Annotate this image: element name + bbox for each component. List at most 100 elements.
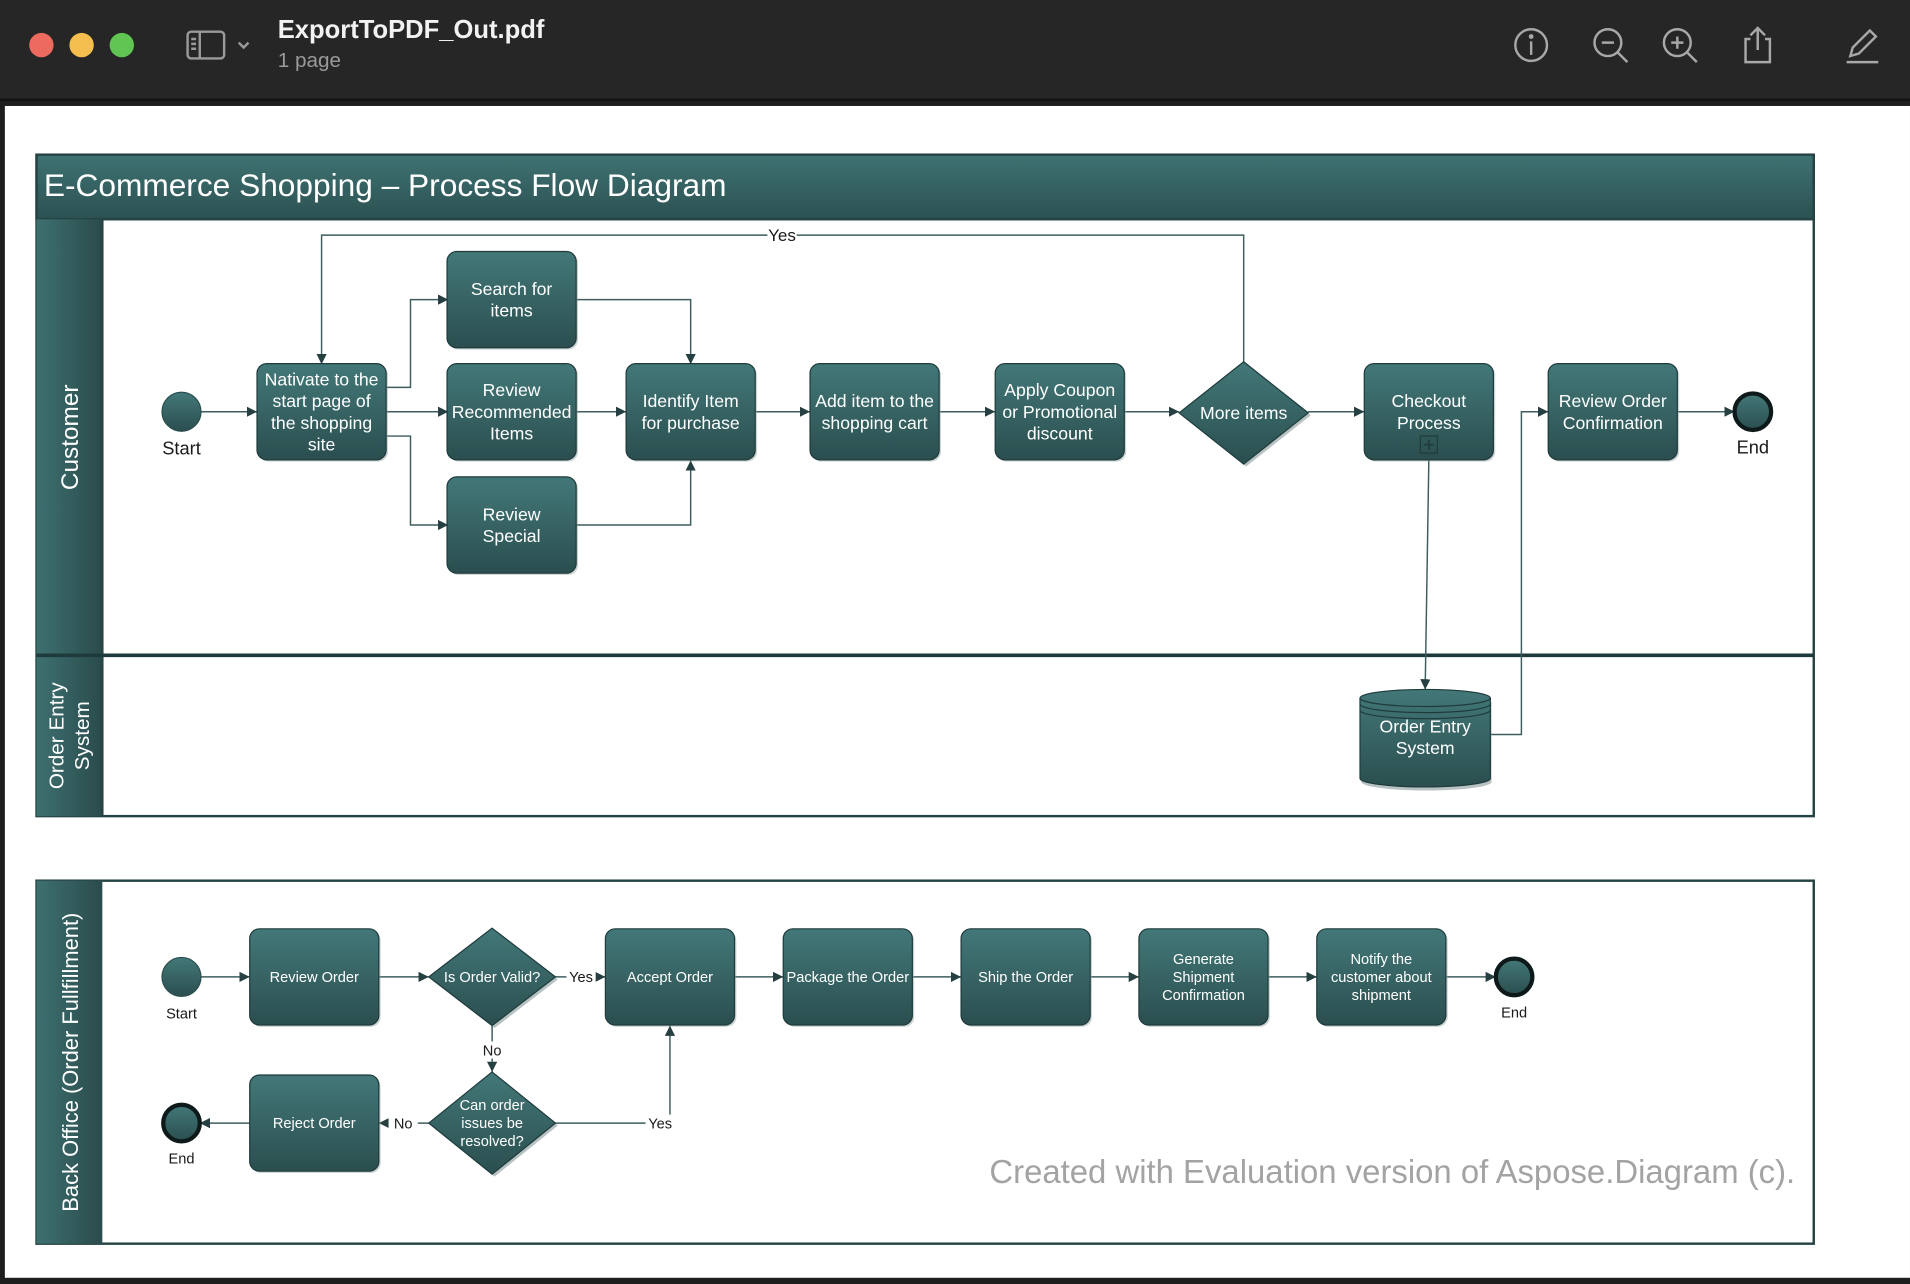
shape-label: Apply Coupon	[1004, 380, 1115, 400]
close-window-button[interactable]	[29, 32, 54, 58]
node-c-start[interactable]: Start	[161, 391, 202, 459]
shape-label: End	[1737, 436, 1770, 457]
shape-label: Checkout	[1392, 391, 1467, 411]
shape-label: Start	[162, 438, 201, 459]
shape-label: discount	[1027, 424, 1093, 444]
shape-label: Nativate to the	[265, 369, 379, 389]
sidebar-toggle-button[interactable]	[183, 24, 259, 65]
shape-label: shipment	[1352, 988, 1411, 1004]
pool-ecommerce: E-Commerce Shopping – Process Flow Diagr…	[35, 153, 1815, 818]
node-b-end[interactable]: End	[1493, 956, 1535, 1022]
connector-label-valid-yes: Yes	[569, 970, 593, 986]
node-b-start[interactable]: Start	[161, 956, 202, 1023]
shape-label: Confirmation	[1563, 413, 1663, 433]
info-icon	[1514, 28, 1549, 63]
node-c-end[interactable]: End	[1732, 391, 1774, 457]
markup-button[interactable]	[1841, 24, 1882, 65]
shape-label: customer about	[1331, 970, 1432, 986]
node-b-accept[interactable]: Accept Order	[604, 928, 737, 1027]
shape-label: Review Order	[270, 970, 359, 986]
process-flow-diagram: E-Commerce Shopping – Process Flow Diagr…	[35, 153, 1815, 1245]
lane-label-order-entry-line1: Order Entry	[45, 682, 68, 790]
shape-label: Reject Order	[273, 1116, 356, 1132]
title-bar: ExportToPDF_Out.pdf 1 page	[0, 0, 1910, 102]
shape-label: End	[168, 1152, 194, 1168]
node-b-end2[interactable]: End	[161, 1102, 202, 1168]
node-c-more[interactable]: More items	[1178, 360, 1311, 467]
shape-label: Accept Order	[627, 970, 713, 986]
shape-label: Generate	[1173, 952, 1234, 968]
shape-label: issues be	[461, 1116, 523, 1132]
markup-pen-icon	[1846, 28, 1879, 64]
share-button[interactable]	[1737, 24, 1778, 65]
node-b-review[interactable]: Review Order	[249, 928, 381, 1027]
zoom-window-button[interactable]	[109, 32, 134, 58]
connector-label-more-yes: Yes	[768, 226, 796, 245]
connector-arrow	[576, 298, 696, 365]
pool-back-office: Back Office (Order Fullfillment)	[35, 879, 1815, 1245]
connector-arrow	[386, 294, 449, 389]
pdf-page: E-Commerce Shopping – Process Flow Diagr…	[4, 105, 1910, 1278]
shape-label: Shipment	[1173, 970, 1235, 986]
zoom-in-button[interactable]	[1659, 24, 1700, 65]
lane-label-customer: Customer	[57, 385, 84, 491]
shape-label: Confirmation	[1162, 988, 1245, 1004]
node-b-package[interactable]: Package the Order	[782, 928, 915, 1027]
connector-label-resolve-no: No	[394, 1116, 413, 1132]
shape-label: System	[1396, 738, 1455, 758]
shape-label: More items	[1200, 403, 1287, 423]
node-b-ship[interactable]: Ship the Order	[960, 928, 1093, 1027]
shape-label: Recommended	[452, 402, 572, 422]
connector-arrow	[1490, 406, 1549, 736]
shape-label: Process	[1397, 413, 1461, 433]
zoom-out-icon	[1593, 28, 1629, 63]
shape-label: Review Order	[1559, 391, 1667, 411]
shape-label: Add item to the	[815, 391, 934, 411]
lane-label-order-entry-line2: System	[71, 701, 94, 770]
page-count: 1 page	[277, 48, 342, 72]
node-b-reject[interactable]: Reject Order	[249, 1074, 381, 1174]
shape-label: Ship the Order	[978, 970, 1073, 986]
lane-header-order-entry	[36, 654, 103, 817]
minimize-window-button[interactable]	[69, 32, 94, 58]
shape-label: Start	[166, 1007, 197, 1023]
shape-label: Review	[483, 380, 541, 400]
diagram-title: E-Commerce Shopping – Process Flow Diagr…	[44, 167, 727, 203]
connector-label-valid-no: No	[483, 1043, 502, 1059]
shape-label: Identify Item	[643, 391, 739, 411]
zoom-out-button[interactable]	[1590, 24, 1631, 65]
chevron-down-icon	[237, 41, 250, 50]
connector-arrow	[386, 435, 449, 531]
sidebar-icon	[186, 30, 226, 60]
shape-label: Special	[483, 526, 541, 546]
connector-arrow	[1420, 460, 1431, 690]
shape-label: for purchase	[642, 413, 740, 433]
lane-header-customer	[36, 219, 103, 655]
expand-subprocess-icon[interactable]	[1419, 435, 1438, 454]
shape-label: Items	[490, 424, 533, 444]
info-button[interactable]	[1510, 24, 1551, 65]
pool-title-band	[35, 153, 1815, 221]
lane-label-back-office: Back Office (Order Fullfillment)	[58, 913, 83, 1212]
shape-label: items	[491, 301, 533, 321]
node-b-valid[interactable]: Is Order Valid?	[427, 927, 558, 1029]
shape-label: site	[308, 434, 336, 454]
zoom-in-icon	[1662, 28, 1698, 63]
shape-label: resolved?	[460, 1134, 523, 1150]
connector-arrow	[576, 460, 696, 526]
